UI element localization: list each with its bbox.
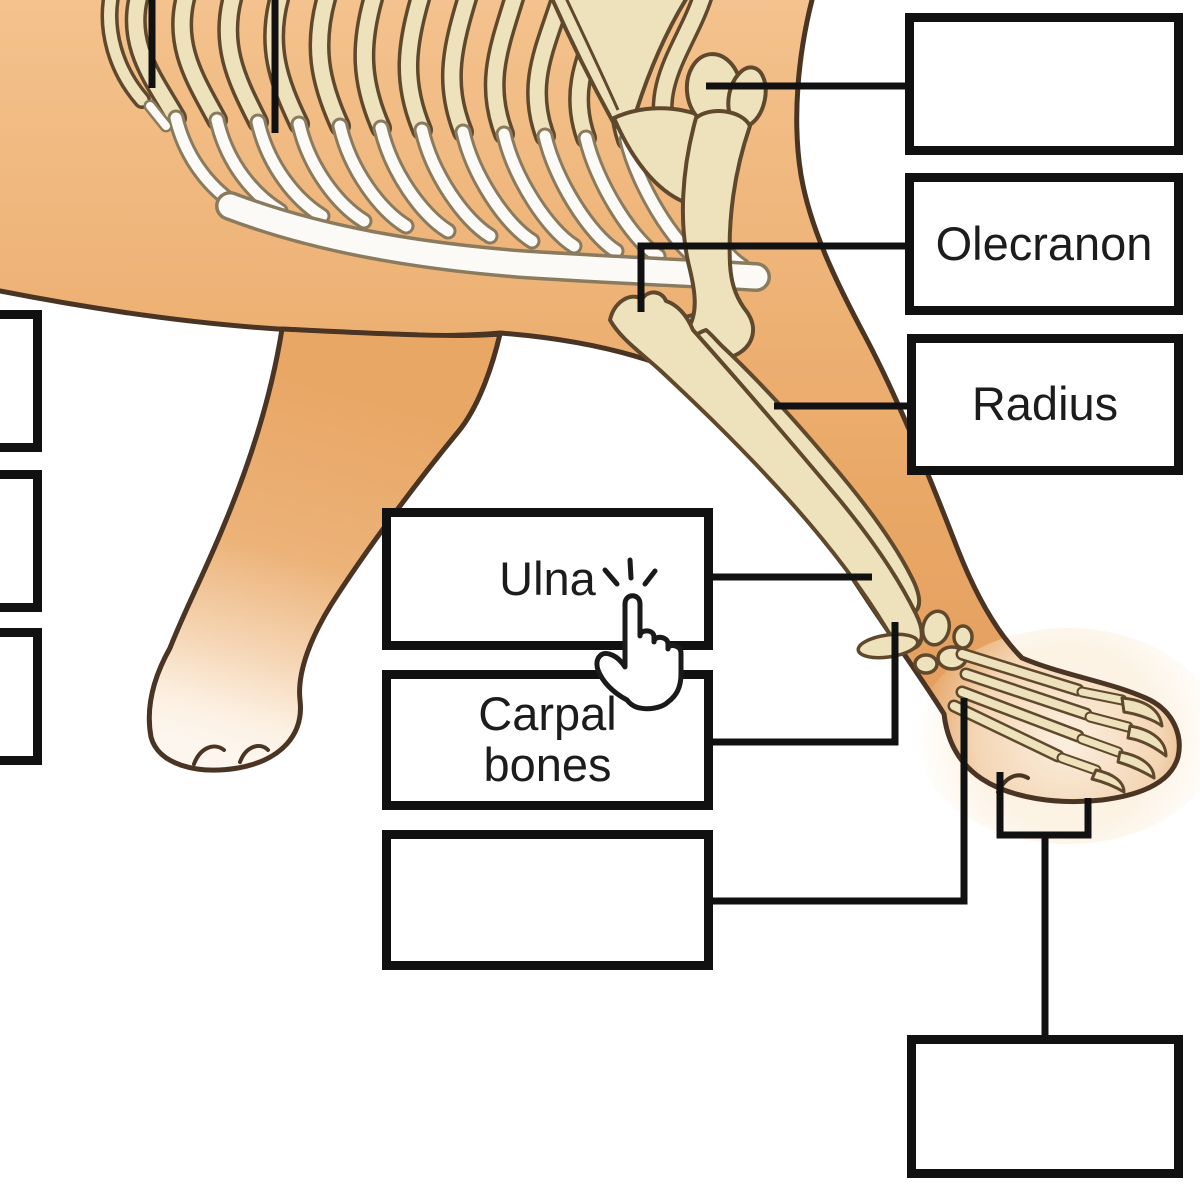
far-foreleg xyxy=(146,326,503,773)
connector-carpal xyxy=(709,622,899,746)
box-label: Carpal bones xyxy=(478,687,617,791)
label-box-radius[interactable]: Radius xyxy=(907,334,1183,475)
accessory-carpal-bone xyxy=(856,632,920,660)
label-box-left-middle-empty[interactable] xyxy=(0,470,42,612)
label-box-shoulder-empty[interactable] xyxy=(905,13,1183,155)
box-label: Radius xyxy=(971,377,1119,431)
box-label: Olecranon xyxy=(935,216,1153,270)
label-box-left-top-empty[interactable] xyxy=(0,310,42,452)
label-box-carpal-bones[interactable]: Carpal bones xyxy=(382,670,713,810)
label-box-left-bottom-empty[interactable] xyxy=(0,628,42,765)
ulna-bone xyxy=(608,290,924,651)
label-box-ulna[interactable]: Ulna xyxy=(382,508,713,650)
label-box-phalanges-empty[interactable] xyxy=(907,1035,1183,1178)
label-box-olecranon[interactable]: Olecranon xyxy=(905,173,1183,315)
carpal-bones xyxy=(856,609,974,675)
label-box-metacarpal-empty[interactable] xyxy=(382,830,713,970)
claws xyxy=(1090,696,1168,794)
far-paw-toe-creases xyxy=(192,744,270,766)
box-label: Ulna xyxy=(499,551,596,605)
connector-metacarpal xyxy=(709,698,968,905)
connector-lines xyxy=(148,0,1092,1039)
connector-olecranon xyxy=(637,242,909,312)
